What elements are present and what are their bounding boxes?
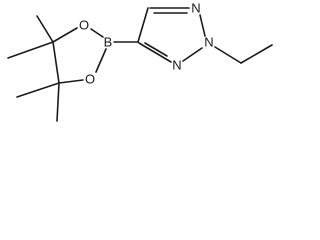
bond-n2-ethyl-ch2 [214,46,242,64]
bond-b-o2 [95,48,107,73]
bond-ca-methyl-left [7,41,54,59]
bond-n1-n2 [199,14,206,37]
atom-n2: N [204,35,213,50]
atom-n1: N [191,1,200,16]
bond-n3-c4-inner [144,42,168,57]
structure-canvas: N N N B O O [0,0,283,127]
atom-n3: N [172,58,181,73]
molecule-drawing: N N N B O O [7,1,273,122]
atom-b: B [104,35,113,50]
bond-ethyl-ch2-ch3 [240,44,273,64]
bond-cb-methyl-bottom [56,82,60,122]
bond-b-o1 [90,28,104,38]
bond-ca-methyl-top [36,15,54,43]
bond-cb-o2 [58,79,84,84]
atom-o1: O [79,18,89,33]
bond-ca-cb [52,41,60,84]
bond-c4-c5 [137,7,149,43]
bond-o1-ca [52,27,78,43]
bond-cb-methyl-left [16,82,60,98]
bond-n3-c4-outer [138,42,172,63]
atom-o2: O [85,72,95,87]
bond-n2-n3 [182,47,203,62]
